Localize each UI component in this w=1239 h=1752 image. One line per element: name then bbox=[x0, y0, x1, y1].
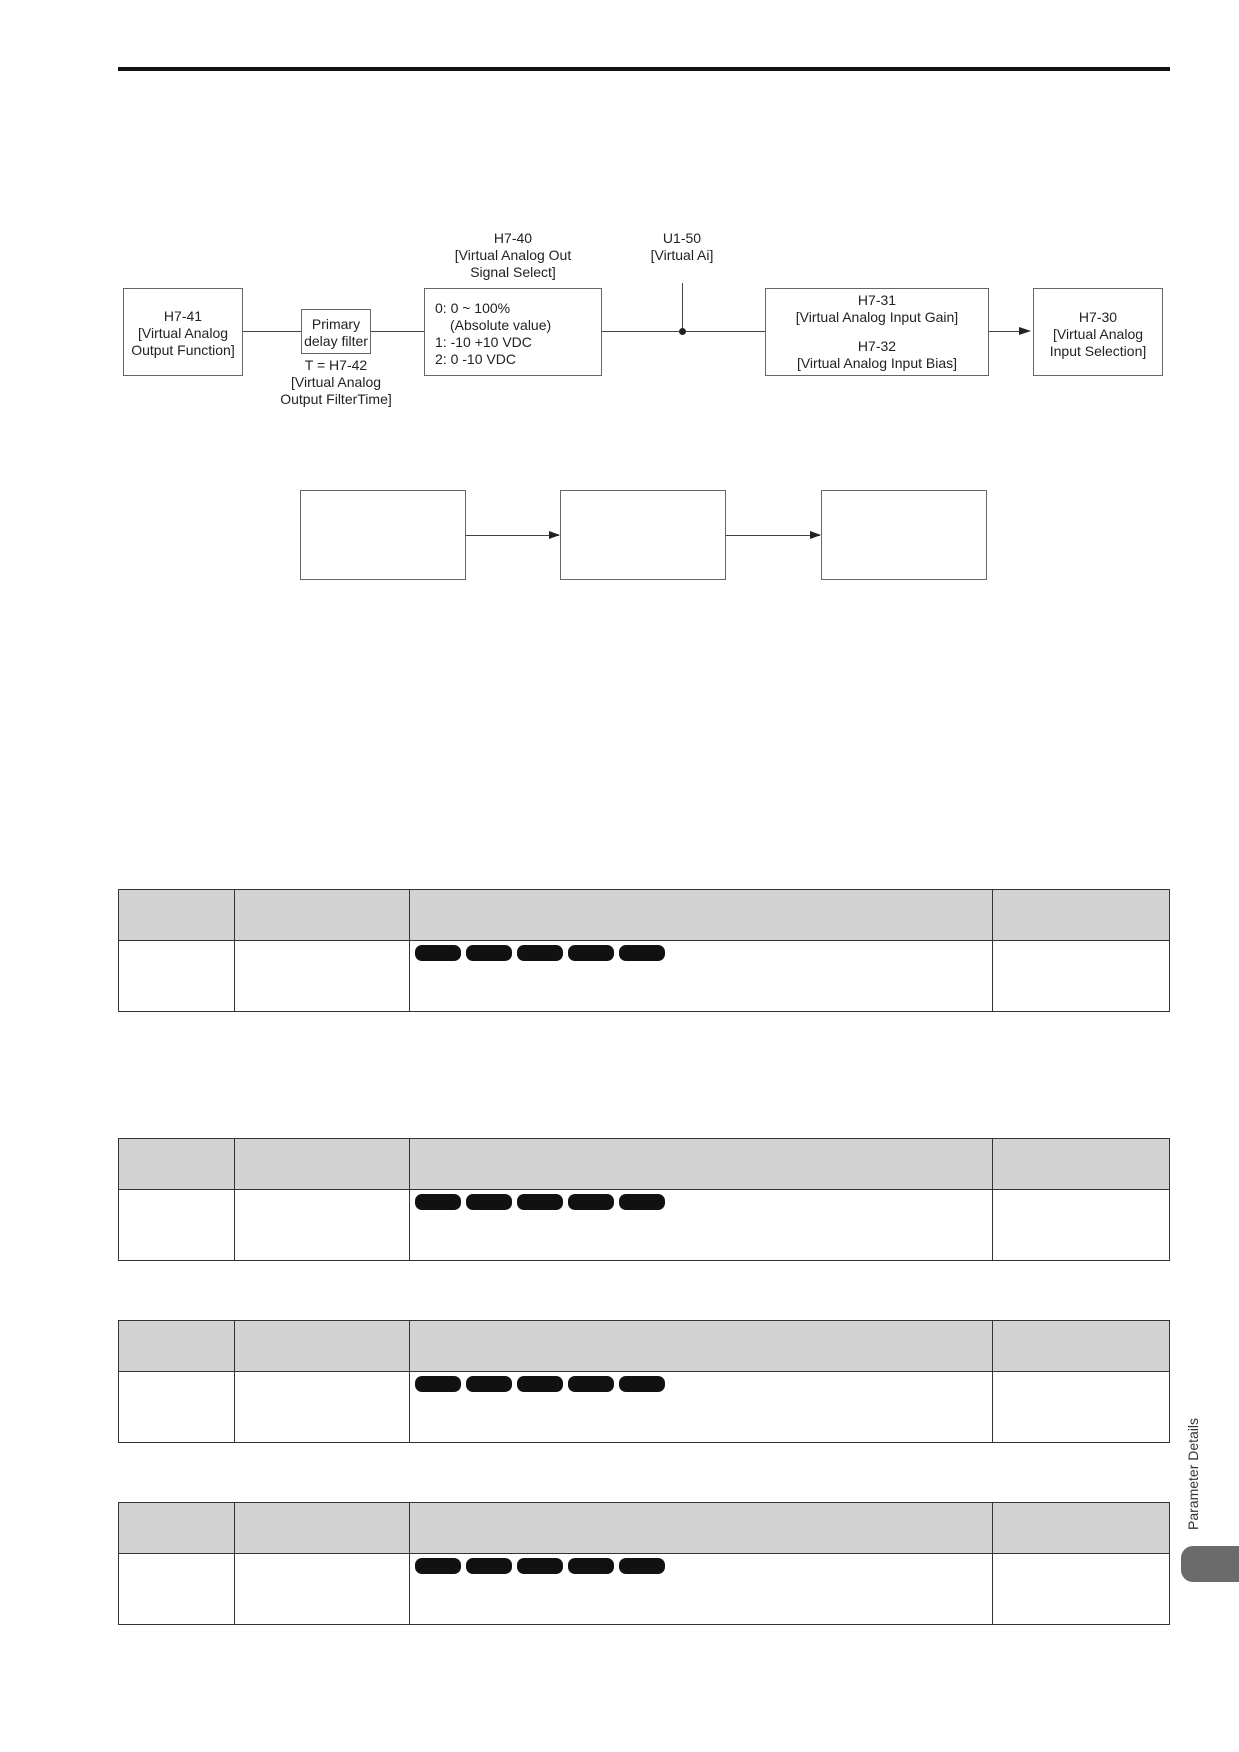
h731-h732-box bbox=[765, 288, 989, 376]
flow-box-1 bbox=[300, 490, 466, 580]
control-mode-badge bbox=[465, 1558, 512, 1574]
u150-label: U1-50[Virtual Ai] bbox=[650, 230, 714, 263]
control-mode-badge bbox=[567, 1376, 614, 1392]
connector-line bbox=[989, 331, 1019, 332]
control-mode-badge bbox=[618, 945, 665, 961]
connector-line bbox=[243, 331, 301, 332]
connector-line bbox=[371, 331, 424, 332]
control-mode-badge bbox=[618, 1376, 665, 1392]
control-mode-badge bbox=[618, 1558, 665, 1574]
table-row bbox=[118, 1553, 1170, 1625]
h730-box bbox=[1033, 288, 1163, 376]
control-mode-badges bbox=[410, 1554, 993, 1574]
table-header-row bbox=[118, 1138, 1170, 1190]
parameter-table-2 bbox=[118, 1138, 1170, 1261]
connector-line bbox=[726, 535, 820, 536]
control-mode-badge bbox=[465, 945, 512, 961]
table-header-row bbox=[118, 1320, 1170, 1372]
flow-box-3 bbox=[821, 490, 987, 580]
control-mode-badge bbox=[414, 945, 461, 961]
control-mode-badges bbox=[410, 941, 993, 961]
control-mode-badge bbox=[567, 945, 614, 961]
chapter-tab bbox=[1181, 1546, 1239, 1582]
connector-line bbox=[466, 535, 559, 536]
control-mode-badge bbox=[567, 1194, 614, 1210]
control-mode-badge bbox=[567, 1558, 614, 1574]
h740-options: 0: 0 ~ 100% (Absolute value) 1: -10 +10 … bbox=[435, 300, 552, 367]
control-mode-badge bbox=[516, 1558, 563, 1574]
h740-box bbox=[424, 288, 602, 376]
control-mode-badge bbox=[465, 1194, 512, 1210]
arrow-head-icon bbox=[549, 531, 560, 539]
header-rule bbox=[118, 67, 1170, 71]
table-header-row bbox=[118, 1502, 1170, 1554]
control-mode-badge bbox=[516, 1376, 563, 1392]
arrow-head-icon bbox=[1019, 327, 1031, 335]
control-mode-badge bbox=[414, 1558, 461, 1574]
control-mode-badges bbox=[410, 1190, 993, 1210]
control-mode-badge bbox=[414, 1194, 461, 1210]
junction-dot bbox=[679, 328, 686, 335]
parameter-table-4 bbox=[118, 1502, 1170, 1625]
control-mode-badge bbox=[465, 1376, 512, 1392]
h732-label: H7-32[Virtual Analog Input Bias] bbox=[796, 338, 958, 371]
control-mode-badge bbox=[618, 1194, 665, 1210]
control-mode-badge bbox=[414, 1376, 461, 1392]
table-row bbox=[118, 1371, 1170, 1443]
flow-box-2 bbox=[560, 490, 726, 580]
table-header-row bbox=[118, 889, 1170, 941]
parameter-table-1 bbox=[118, 889, 1170, 1012]
u150-tap-line bbox=[682, 283, 683, 331]
control-mode-badge bbox=[516, 945, 563, 961]
table-row bbox=[118, 940, 1170, 1012]
table-row bbox=[118, 1189, 1170, 1261]
parameter-table-3 bbox=[118, 1320, 1170, 1443]
primary-delay-filter-box bbox=[301, 309, 371, 354]
chapter-tab-label: Parameter Details bbox=[1185, 1417, 1201, 1530]
arrow-head-icon bbox=[810, 531, 821, 539]
h741-box bbox=[123, 288, 243, 376]
control-mode-badge bbox=[516, 1194, 563, 1210]
h731-label: H7-31[Virtual Analog Input Gain] bbox=[795, 292, 959, 325]
control-mode-badges bbox=[410, 1372, 993, 1392]
